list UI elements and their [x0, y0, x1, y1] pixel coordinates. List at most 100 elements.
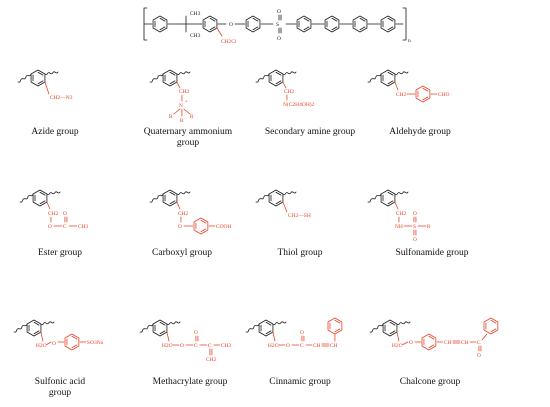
ring-double-bond	[252, 17, 259, 22]
nitrogen-fragment: N	[179, 103, 183, 109]
h2c-fragment: H2C	[162, 343, 173, 349]
ring-double-bond	[490, 319, 497, 324]
repeat-index-n: n	[408, 38, 411, 44]
polymer-chain-wavy-bond	[394, 71, 409, 75]
ring-double-bond	[39, 191, 46, 196]
alkene-ch: CH	[444, 340, 452, 346]
r-group: R	[180, 118, 184, 124]
ch2-fragment: CH2	[178, 211, 189, 217]
ring-double-bond	[33, 321, 40, 326]
label-sulfonamide: Sulfonamide group	[395, 248, 469, 258]
ether-oxygen: O	[409, 340, 413, 346]
amine-fragment: N(C2H4OH)2	[283, 101, 315, 108]
sulfonyl-oxygen: O	[413, 237, 417, 243]
bond	[45, 341, 52, 346]
label-cinnamic: Cinnamic group	[269, 377, 331, 387]
sulfonyl-oxygen-bottom: O	[277, 36, 281, 42]
ring-double-bond	[159, 17, 166, 22]
ring-double-bond	[169, 80, 176, 85]
ring-double-bond	[209, 17, 216, 22]
polymer-chain-wavy-bond	[40, 321, 55, 325]
label-methacrylate: Methacrylate group	[152, 377, 228, 387]
ch2-fragment: CH2	[396, 92, 407, 98]
bond	[44, 81, 50, 95]
benzene-ring	[352, 15, 368, 33]
sulfonyl-oxygen: O	[413, 211, 417, 217]
benzene-ring	[202, 15, 218, 33]
label-chalcone: Chalcone group	[399, 377, 461, 387]
bond	[481, 333, 488, 341]
polymer-chain-wavy-bond	[282, 71, 297, 75]
aldehyde-fragment: CHO	[438, 92, 450, 98]
ether-oxygen: O	[229, 22, 233, 28]
ring-double-bond	[490, 328, 497, 333]
vinyl-carbon: C	[208, 343, 212, 349]
bond	[173, 108, 181, 115]
bond	[396, 331, 400, 342]
thiol-fragment: CH2—SH	[288, 213, 311, 219]
bond	[394, 201, 399, 210]
ring-double-bond	[159, 330, 166, 335]
methyl-bottom: CH3	[190, 33, 201, 39]
ring-double-bond	[334, 319, 341, 324]
benzene-ring	[421, 333, 437, 351]
carbonyl-oxygen: O	[300, 330, 304, 336]
ring-double-bond	[428, 344, 435, 349]
h2c-fragment: H2C	[268, 343, 279, 349]
polymer-chain-wavy-bond	[149, 73, 164, 83]
azide-fragment: CH2—N3	[50, 95, 73, 101]
methylene-fragment: CH2	[206, 357, 217, 363]
benzene-ring	[324, 15, 340, 33]
polymer-chain-wavy-bond	[367, 193, 382, 203]
benzene-ring	[152, 15, 168, 33]
label-thiol: Thiol group	[277, 248, 323, 258]
ch2-fragment: CH2	[179, 89, 190, 95]
charge-plus: +	[185, 99, 188, 105]
ester-oxygen: O	[180, 343, 184, 349]
carbonyl-carbon: C	[194, 343, 198, 349]
bond	[401, 341, 409, 346]
r-group: R	[427, 224, 431, 230]
ester-oxygen: O	[48, 224, 52, 230]
ring-double-bond	[387, 17, 394, 22]
carboxyl-fragment: COOH	[216, 224, 232, 230]
label-secondary-amine: Secondary amine group	[264, 127, 356, 137]
ring-double-bond	[303, 17, 310, 22]
ring-double-bond	[387, 191, 394, 196]
ring-double-bond	[387, 200, 394, 205]
ring-double-bond	[71, 344, 78, 349]
carbonyl-carbon: C	[477, 340, 481, 346]
ring-double-bond	[265, 321, 272, 326]
benzene-ring	[64, 333, 80, 351]
ether-oxygen: O	[52, 341, 56, 347]
ring-double-bond	[275, 191, 282, 196]
ring-double-bond	[387, 80, 394, 85]
polymer-chain-wavy-bond	[369, 323, 384, 333]
polymer-chain-wavy-bond	[245, 323, 260, 333]
ether-oxygen: O	[178, 224, 182, 230]
ring-double-bond	[331, 26, 338, 31]
methyl-fragment: CH3	[221, 343, 232, 349]
ring-double-bond	[169, 191, 176, 196]
chloromethyl-bond	[216, 27, 223, 37]
polymer-chain-wavy-bond	[44, 71, 59, 75]
carbonyl-oxygen: O	[194, 330, 198, 336]
polymer-chain-wavy-bond	[46, 191, 61, 195]
polymer-chain-wavy-bond	[149, 193, 164, 203]
polymer-chain-wavy-bond	[17, 73, 32, 83]
sulfonyl-oxygen-top: O	[277, 9, 281, 15]
polymer-chain-wavy-bond	[255, 193, 270, 203]
label-quaternary-ammonium: Quaternary ammonium group	[143, 127, 233, 148]
ring-double-bond	[209, 26, 216, 31]
bond	[272, 331, 276, 342]
ring-double-bond	[200, 219, 207, 224]
structure-azide: CH2—N3	[17, 69, 73, 101]
benzene-ring	[415, 85, 431, 103]
ch2-fragment: CH2	[48, 211, 59, 217]
benzene-ring	[296, 15, 312, 33]
